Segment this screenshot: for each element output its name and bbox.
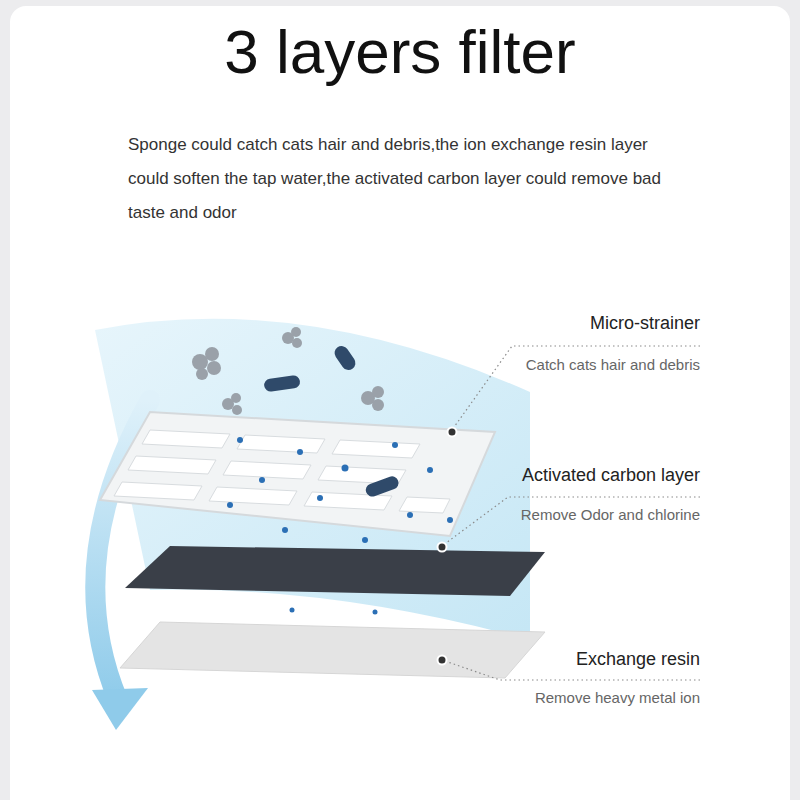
layer-name: Exchange resin <box>576 648 700 670</box>
layer-function: Remove Odor and chlorine <box>521 505 700 525</box>
activated-carbon-layer <box>125 546 545 596</box>
title: 3 layers filter <box>0 18 800 86</box>
water-dots <box>227 437 453 615</box>
card-background <box>10 6 790 800</box>
exchange-resin-layer <box>120 622 545 678</box>
layer-name: Micro-strainer <box>590 312 700 334</box>
leader-lines <box>442 346 700 680</box>
layer-function: Catch cats hair and debris <box>526 355 700 375</box>
description: Sponge could catch cats hair and debris,… <box>128 128 673 230</box>
layer-name: Activated carbon layer <box>522 464 700 486</box>
flow-arrow-head <box>92 688 148 730</box>
leader-dots <box>438 428 457 665</box>
micro-strainer-layer <box>100 412 495 536</box>
debris-particles <box>192 327 384 415</box>
layer-function: Remove heavy metal ion <box>535 688 700 708</box>
bacteria <box>263 343 400 498</box>
